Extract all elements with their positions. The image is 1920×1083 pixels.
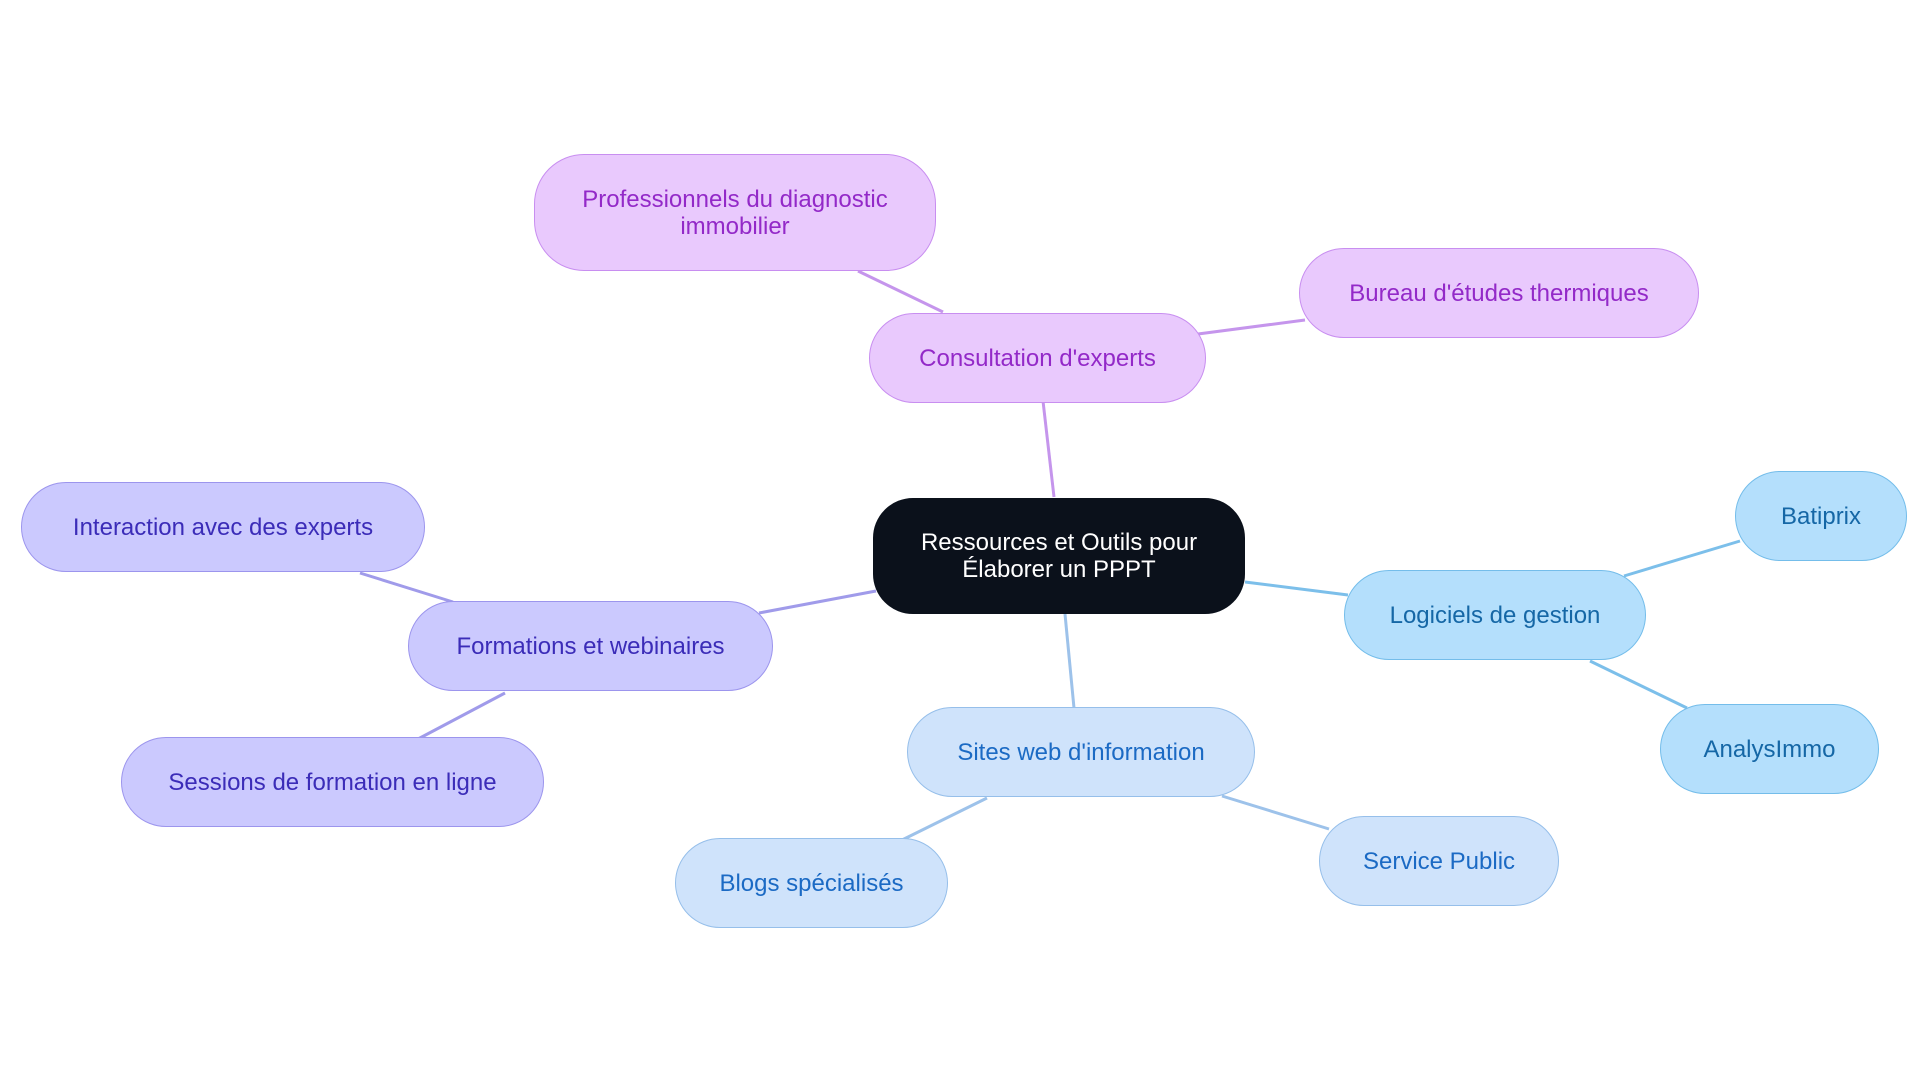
leaf-node-sessions[interactable]: Sessions de formation en ligne [121, 737, 544, 827]
leaf-label-batiprix: Batiprix [1780, 502, 1862, 530]
leaf-label-professionnels-line2: immobilier [680, 212, 790, 240]
leaf-node-analysimmo[interactable]: AnalysImmo [1660, 704, 1879, 794]
leaf-label-sessions: Sessions de formation en ligne [168, 768, 497, 796]
central-node-line1: Ressources et Outils pour [920, 529, 1198, 556]
branch-label-sites: Sites web d'information [957, 738, 1205, 766]
branch-node-sites[interactable]: Sites web d'information [907, 707, 1255, 797]
leaf-label-service: Service Public [1362, 847, 1516, 875]
branch-label-consultation: Consultation d'experts [919, 344, 1156, 372]
leaf-label-blogs: Blogs spécialisés [719, 869, 904, 897]
edge-formations-sessions [417, 691, 506, 741]
leaf-label-bureau: Bureau d'études thermiques [1349, 279, 1649, 307]
branch-node-logiciels[interactable]: Logiciels de gestion [1344, 570, 1646, 660]
central-node-line2: Élaborer un PPPT [962, 556, 1156, 583]
edge-center-sites [1063, 613, 1076, 709]
leaf-node-bureau[interactable]: Bureau d'études thermiques [1299, 248, 1699, 338]
edge-center-consultation [1041, 400, 1056, 498]
edge-center-logiciels [1244, 580, 1349, 597]
central-node[interactable]: Ressources et Outils pour Élaborer un PP… [873, 498, 1245, 614]
edge-logiciels-batiprix [1623, 539, 1741, 578]
edge-center-formations [758, 589, 877, 615]
branch-label-formations: Formations et webinaires [456, 632, 725, 660]
leaf-node-professionnels[interactable]: Professionnels du diagnostic immobilier [534, 154, 936, 271]
edge-formations-interaction [359, 571, 454, 604]
leaf-node-blogs[interactable]: Blogs spécialisés [675, 838, 948, 928]
edge-logiciels-analysimmo [1589, 659, 1688, 710]
edge-sites-blogs [901, 796, 988, 842]
leaf-node-batiprix[interactable]: Batiprix [1735, 471, 1907, 561]
edge-consultation-bureau [1197, 318, 1306, 336]
leaf-label-analysimmo: AnalysImmo [1703, 735, 1836, 763]
leaf-label-interaction: Interaction avec des experts [72, 513, 374, 541]
leaf-node-service[interactable]: Service Public [1319, 816, 1559, 906]
branch-label-logiciels: Logiciels de gestion [1389, 601, 1601, 629]
leaf-label-professionnels-line1: Professionnels du diagnostic [582, 185, 888, 213]
edge-consultation-professionnels [857, 269, 944, 314]
leaf-node-interaction[interactable]: Interaction avec des experts [21, 482, 425, 572]
edge-sites-service [1221, 794, 1330, 831]
branch-node-formations[interactable]: Formations et webinaires [408, 601, 773, 691]
branch-node-consultation[interactable]: Consultation d'experts [869, 313, 1206, 403]
